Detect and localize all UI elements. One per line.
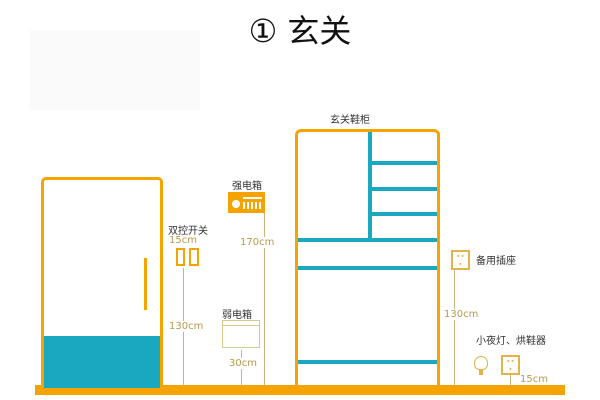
cabinet-shelf xyxy=(298,266,437,270)
switch-icon xyxy=(189,248,199,266)
cabinet-shelf xyxy=(368,212,437,216)
cabinet-shelf xyxy=(298,360,437,364)
strong-box-label: 强电箱 xyxy=(232,181,262,192)
fridge-bottom xyxy=(44,336,160,388)
cabinet-shelf xyxy=(368,161,437,165)
weak-box-height: 30cm xyxy=(229,358,257,369)
fridge-handle xyxy=(144,258,147,310)
fridge xyxy=(41,177,163,391)
cabinet-shelf xyxy=(368,187,437,191)
backup-socket-icon: ∙∙∙ xyxy=(451,250,470,270)
night-socket-dim-line xyxy=(510,375,511,386)
weak-box-icon xyxy=(222,320,260,348)
night-socket-height: 15cm xyxy=(520,374,548,385)
bulb-base xyxy=(479,370,483,375)
cabinet-shelf xyxy=(298,238,437,242)
background-block xyxy=(30,30,200,110)
switch-icon xyxy=(176,248,185,266)
strong-box-dim-line xyxy=(264,213,265,386)
shoe-cabinet-label: 玄关鞋柜 xyxy=(330,115,370,126)
bulb-icon xyxy=(474,356,488,370)
weak-box-label: 弱电箱 xyxy=(222,310,252,321)
strong-box-icon xyxy=(228,192,265,213)
page-title: ① 玄关 xyxy=(248,12,352,50)
strong-box-height: 170cm xyxy=(240,237,275,248)
night-socket-icon: ∙∙∙ xyxy=(501,355,520,375)
shoe-cabinet xyxy=(295,129,440,391)
backup-socket-height: 130cm xyxy=(444,309,479,320)
switch-label: 双控开关 xyxy=(168,226,208,237)
backup-socket-label: 备用插座 xyxy=(476,256,516,267)
switch-offset: 15cm xyxy=(169,235,197,246)
switch-height: 130cm xyxy=(169,321,204,332)
backup-socket-dim-line xyxy=(454,270,455,386)
cabinet-divider xyxy=(368,132,372,240)
night-light-label: 小夜灯、烘鞋器 xyxy=(476,336,546,347)
